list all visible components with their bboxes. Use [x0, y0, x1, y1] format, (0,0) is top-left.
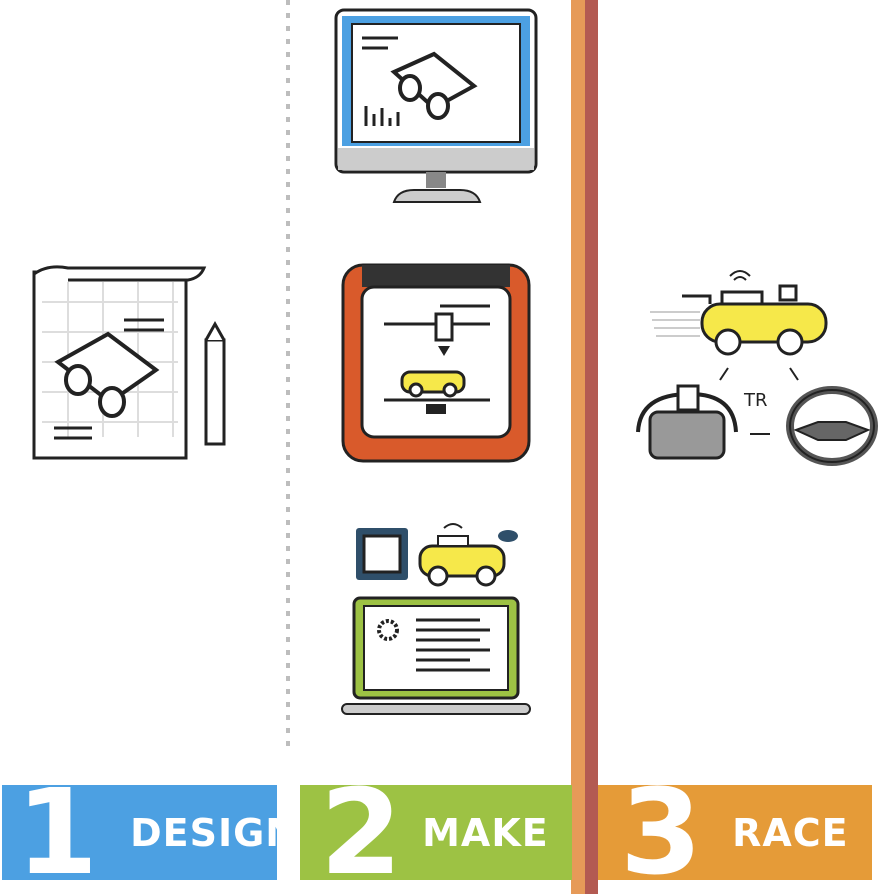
step-make-banner: 2 MAKE	[300, 763, 572, 894]
step-race-banner: 3 RACE	[598, 763, 872, 894]
step-number: 3	[620, 763, 702, 894]
divider-bar-orange	[571, 0, 585, 894]
cad-monitor-icon	[334, 8, 538, 203]
dotted-divider	[286, 0, 290, 750]
step-number: 1	[16, 763, 98, 894]
step-number: 2	[320, 763, 402, 894]
step-label: RACE	[732, 810, 849, 855]
divider-bar-red	[585, 0, 598, 894]
step-label: DESIGN	[130, 810, 299, 855]
tr-badge: TR	[743, 390, 768, 411]
electronics-laptop-icon	[341, 523, 531, 715]
3d-printer-icon	[341, 263, 531, 463]
step-label: MAKE	[422, 810, 549, 855]
telepresence-race-icon: TR	[636, 270, 878, 466]
step-design-banner: 1 DESIGN	[2, 763, 297, 894]
blueprint-icon	[32, 265, 226, 460]
